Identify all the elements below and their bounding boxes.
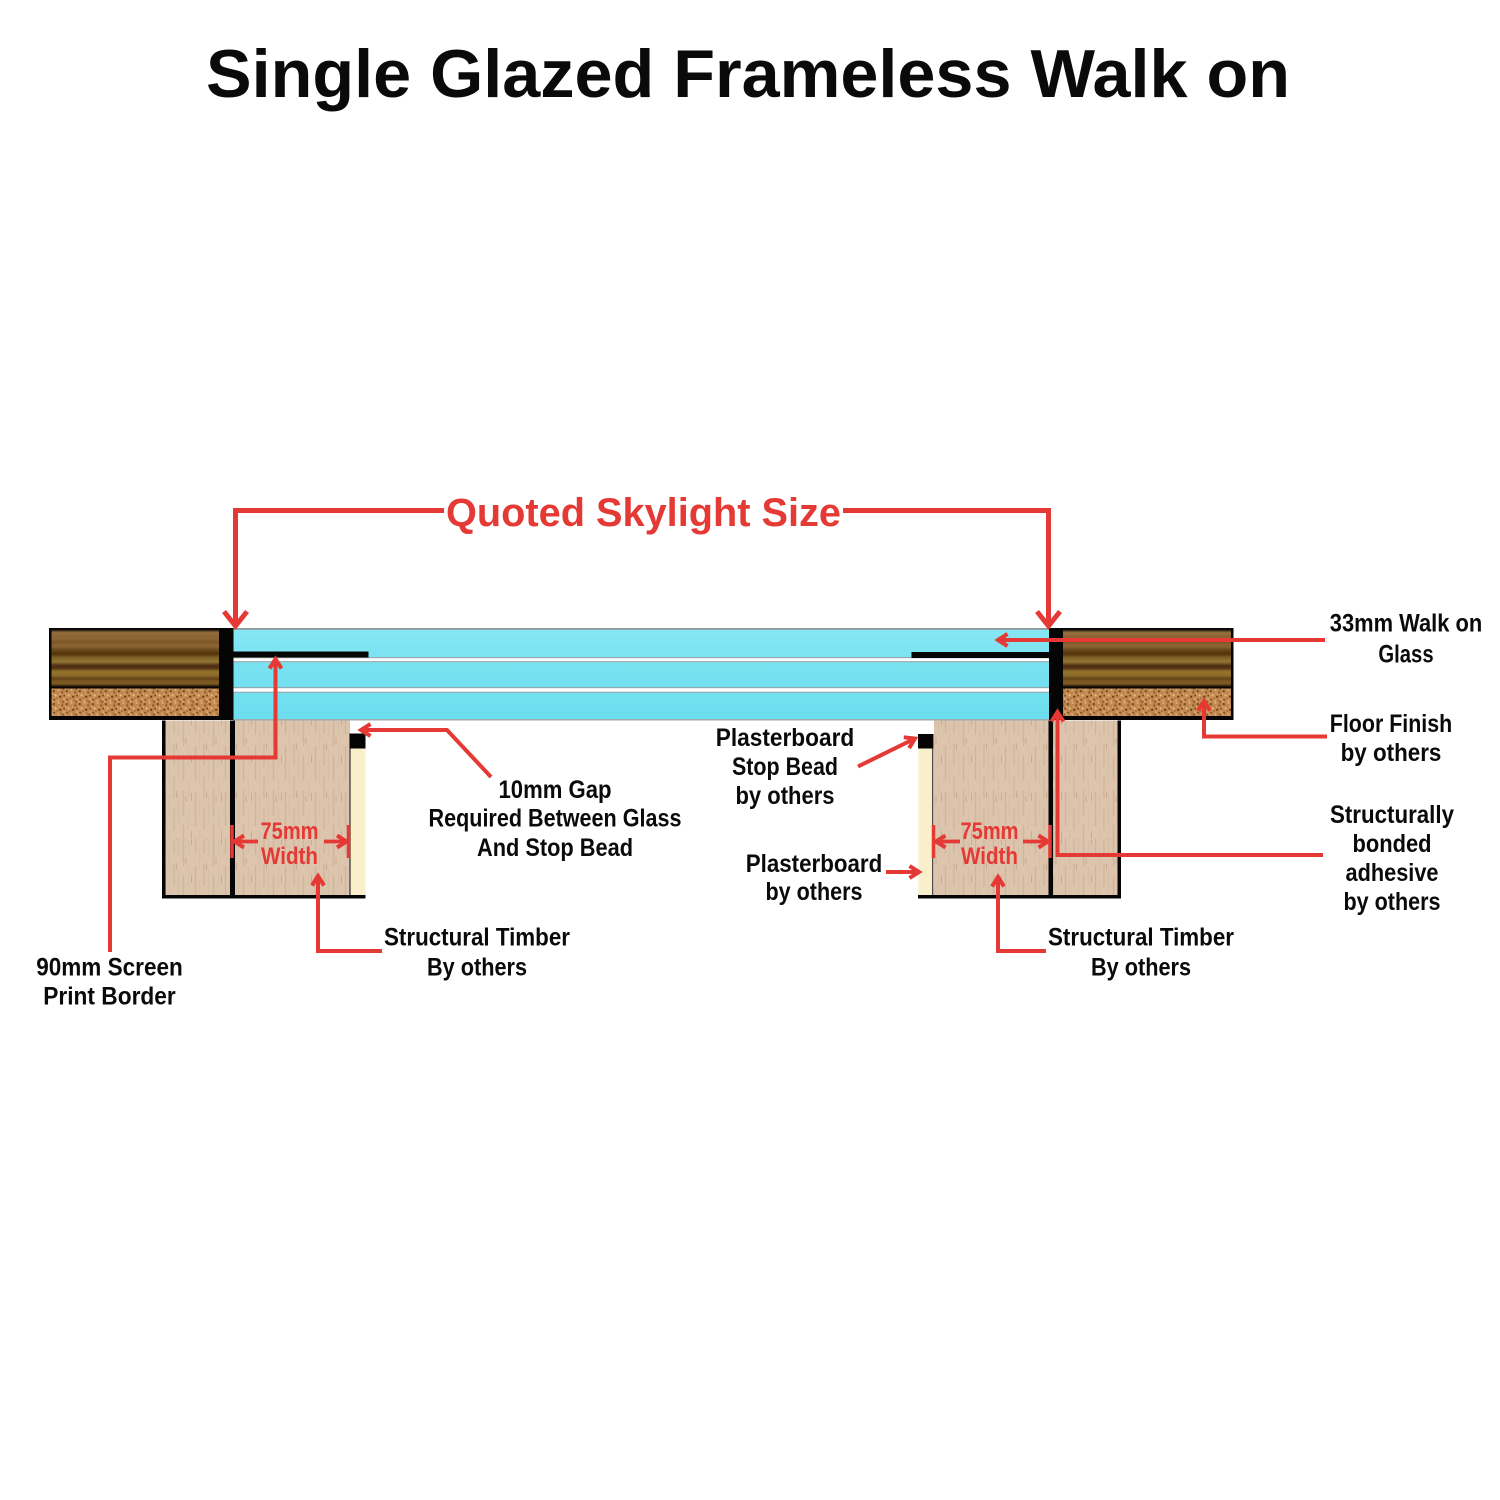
svg-text:Width: Width (961, 843, 1018, 870)
svg-text:10mm Gap: 10mm Gap (499, 776, 612, 804)
svg-text:Plasterboard: Plasterboard (716, 724, 855, 752)
svg-text:Floor Finish: Floor Finish (1330, 710, 1452, 738)
svg-text:adhesive: adhesive (1346, 859, 1439, 887)
svg-text:Quoted Skylight Size: Quoted Skylight Size (446, 491, 841, 535)
svg-text:90mm Screen: 90mm Screen (36, 954, 183, 982)
svg-text:Plasterboard: Plasterboard (746, 850, 883, 878)
svg-text:bonded: bonded (1353, 830, 1432, 858)
svg-text:by others: by others (736, 782, 835, 810)
svg-text:Required Between Glass: Required Between Glass (429, 805, 682, 833)
svg-text:And Stop Bead: And Stop Bead (477, 834, 633, 862)
svg-text:Width: Width (261, 843, 318, 870)
svg-text:by others: by others (1341, 739, 1442, 767)
svg-text:Structural Timber: Structural Timber (1048, 924, 1234, 952)
svg-text:Stop Bead: Stop Bead (732, 753, 838, 781)
svg-text:by others: by others (766, 878, 863, 906)
svg-text:By others: By others (427, 954, 527, 982)
svg-text:33mm Walk on: 33mm Walk on (1330, 610, 1482, 638)
svg-text:Structural Timber: Structural Timber (384, 924, 570, 952)
svg-text:by others: by others (1344, 888, 1441, 916)
svg-text:Print Border: Print Border (43, 983, 176, 1011)
svg-text:Structurally: Structurally (1330, 801, 1454, 829)
svg-text:75mm: 75mm (261, 818, 319, 845)
svg-text:Single Glazed Frameless Walk o: Single Glazed Frameless Walk on (206, 36, 1290, 112)
svg-text:Glass: Glass (1378, 641, 1433, 669)
svg-text:By others: By others (1091, 954, 1191, 982)
svg-text:75mm: 75mm (961, 818, 1019, 845)
